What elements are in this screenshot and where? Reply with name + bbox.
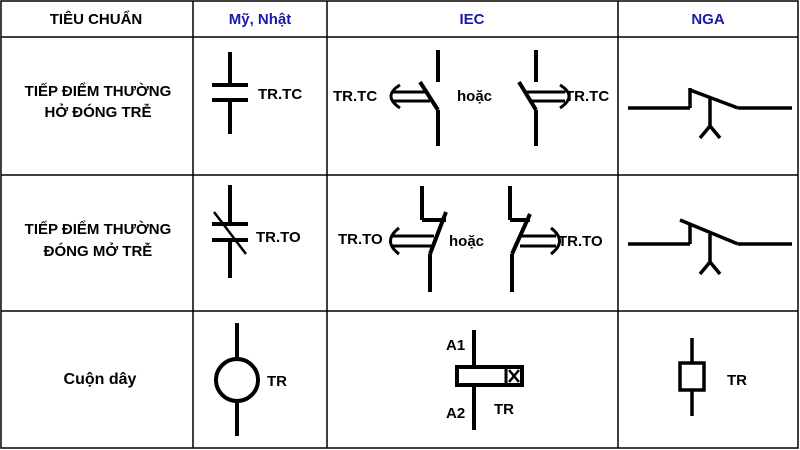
row3-category: Cuộn dây	[64, 371, 137, 388]
header-iec: IEC	[459, 11, 484, 28]
us-row3-label: TR	[267, 373, 287, 390]
header-standard: TIÊU CHUẨN	[50, 10, 143, 28]
iec-row2-or: hoặc	[449, 233, 484, 250]
russia-row3-label: TR	[727, 372, 747, 389]
iec-terminal-a2: A2	[446, 405, 465, 422]
iec-row3-label: TR	[494, 401, 514, 418]
iec-delay-off-contact-left-icon	[389, 186, 448, 292]
iec-row2-label-right: TR.TO	[558, 233, 603, 250]
iec-row1-or: hoặc	[457, 88, 492, 105]
russia-delay-off-contact-icon	[628, 218, 792, 276]
iec-coil-icon	[455, 330, 524, 430]
us-row2-label: TR.TO	[256, 229, 301, 246]
iec-delay-on-contact-right-icon	[517, 50, 571, 146]
russia-delay-on-contact-icon	[628, 88, 792, 140]
iec-delay-on-contact-left-icon	[389, 50, 440, 146]
iec-row2-label-left: TR.TO	[338, 231, 383, 248]
header-us-jp: Mỹ, Nhật	[229, 11, 292, 28]
iec-terminal-a1: A1	[446, 337, 465, 354]
russia-coil-icon	[678, 338, 706, 416]
row1-category-line2: HỞ ĐÓNG TRỄ	[45, 103, 152, 121]
iec-row1-label-right: TR.TC	[565, 88, 609, 105]
row2-category-line2: ĐÓNG MỞ TRỄ	[44, 242, 153, 260]
iec-delay-off-contact-right-icon	[508, 186, 561, 292]
us-nc-delay-off-contact-icon	[212, 185, 248, 278]
iec-row1-label-left: TR.TC	[333, 88, 377, 105]
us-coil-icon	[214, 323, 260, 436]
row1-category-line1: TIẾP ĐIỂM THƯỜNG	[25, 82, 172, 100]
us-row1-label: TR.TC	[258, 86, 302, 103]
header-russia: NGA	[691, 11, 725, 28]
row2-category-line1: TIẾP ĐIỂM THƯỜNG	[25, 220, 172, 238]
us-no-delay-on-contact-icon	[212, 52, 248, 134]
